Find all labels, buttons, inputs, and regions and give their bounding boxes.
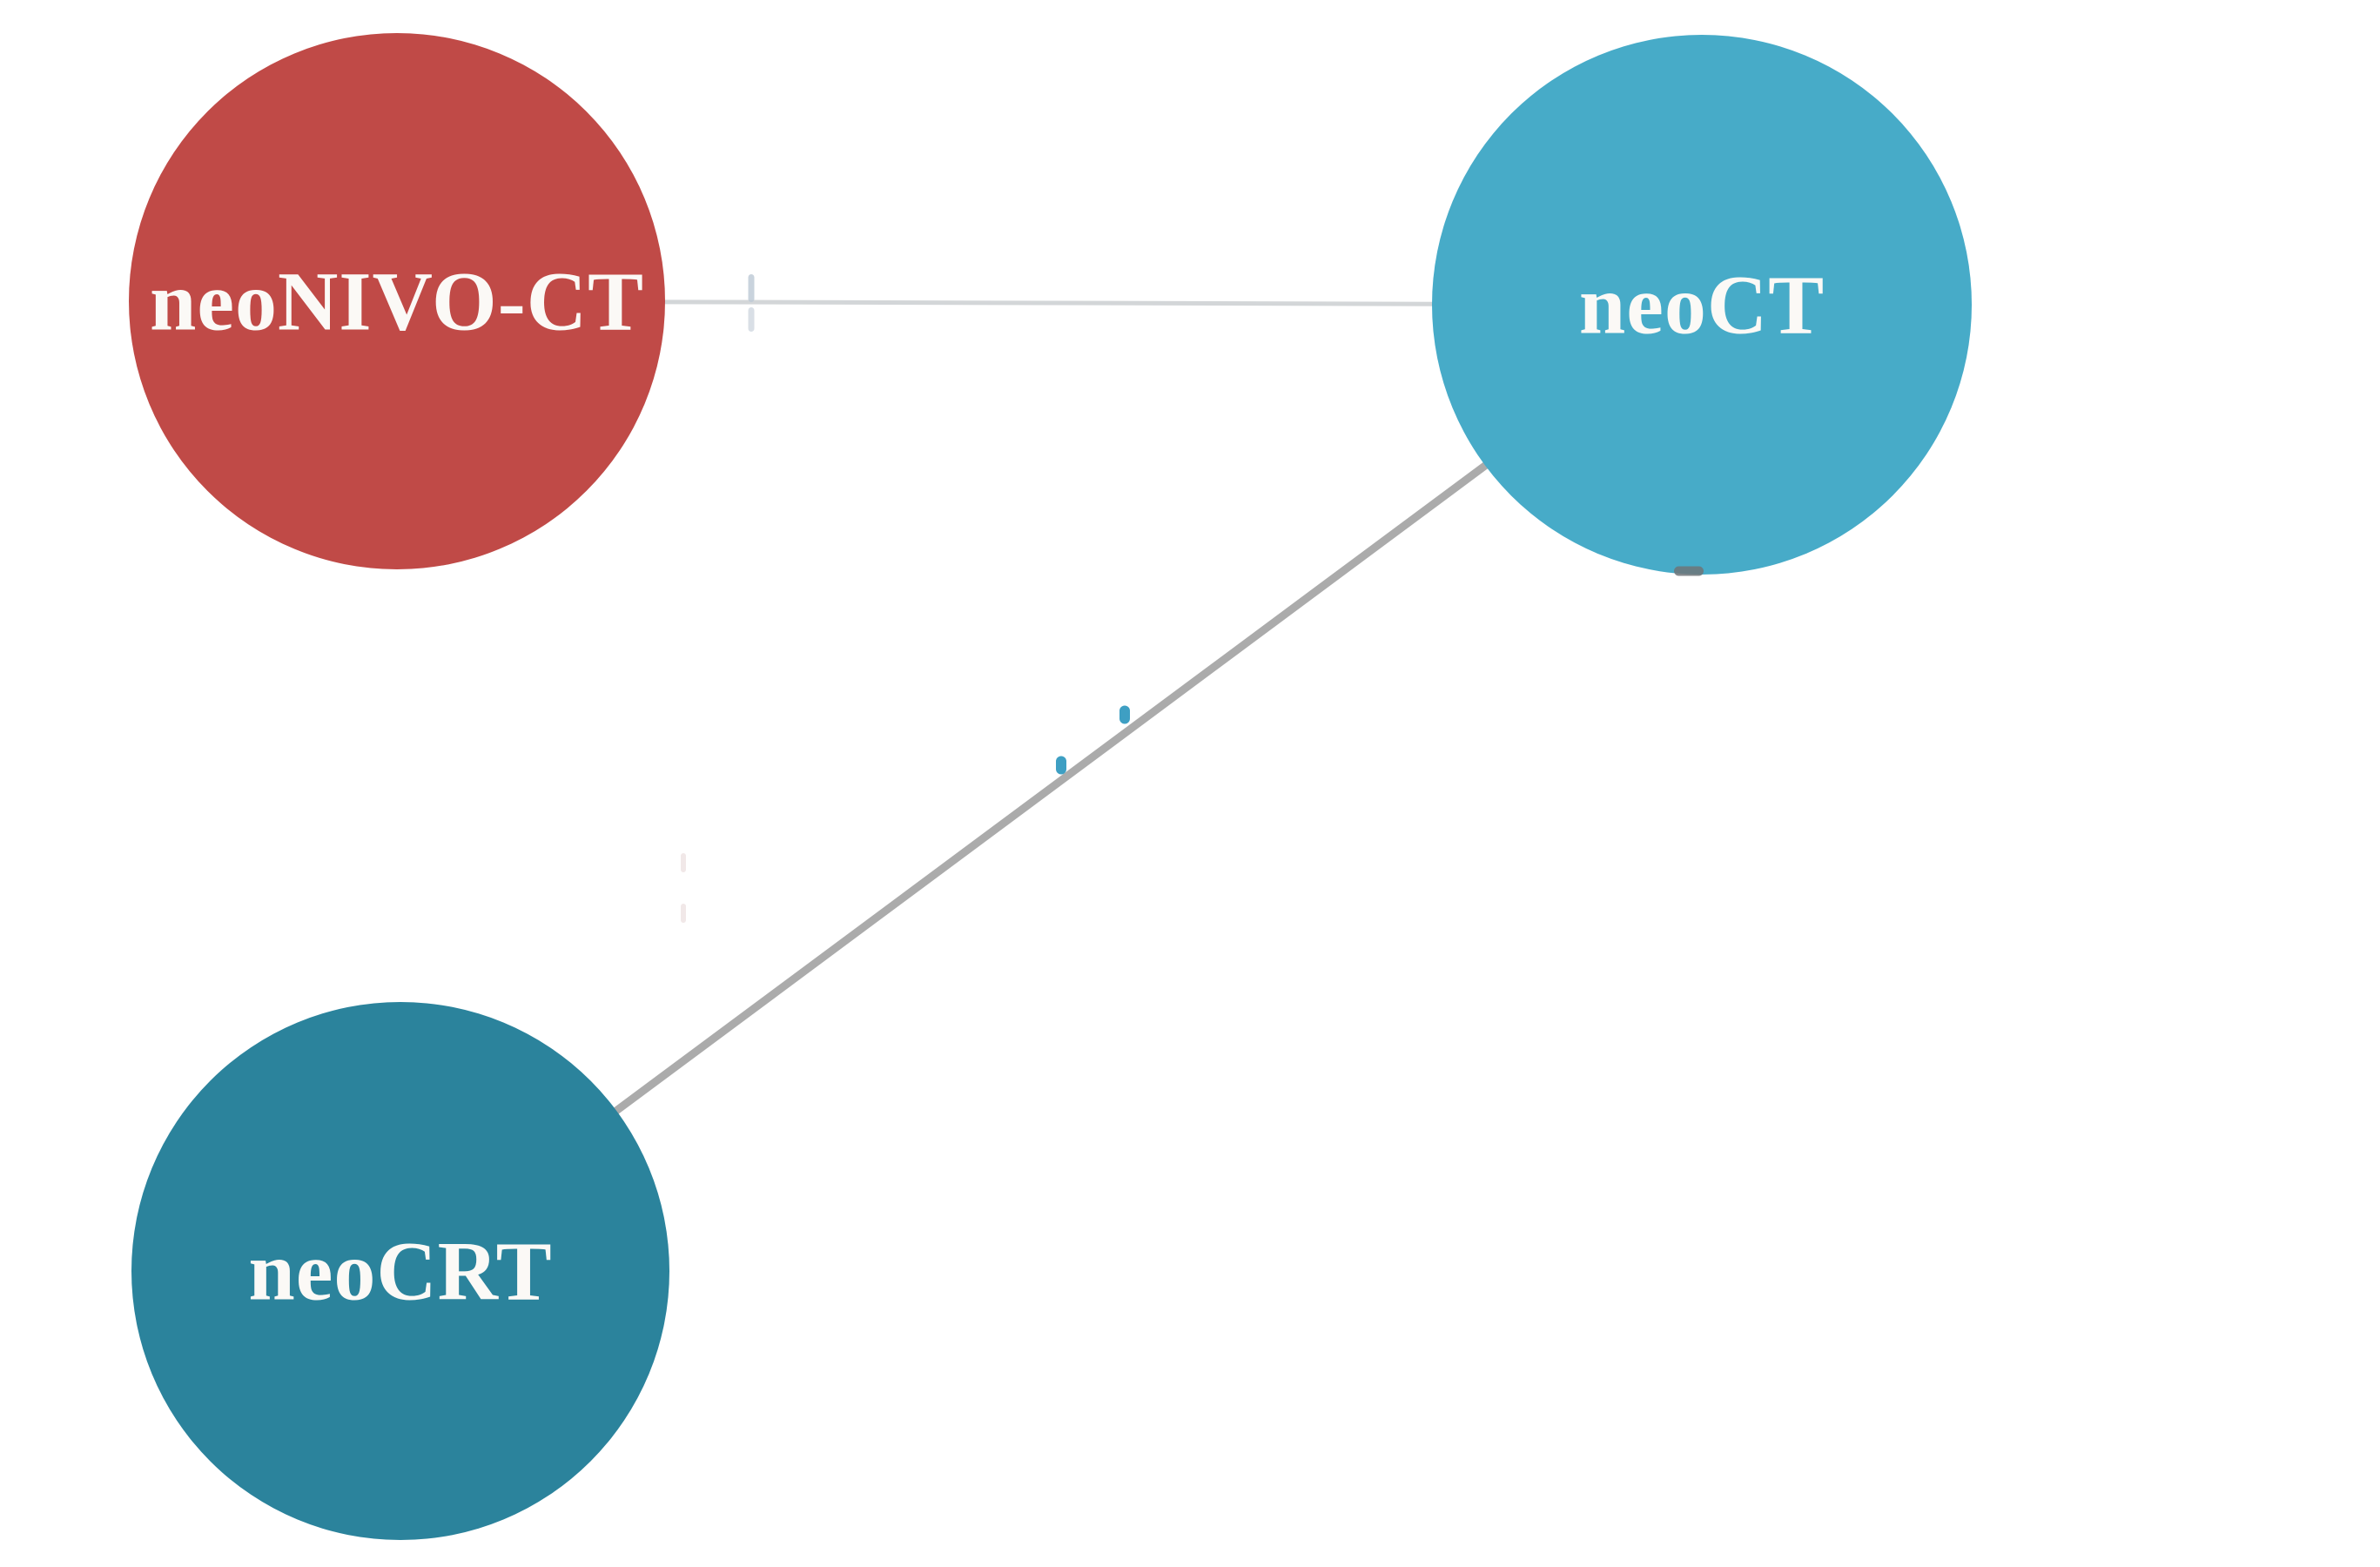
edge-neoCRT-neoCT: [398, 301, 1704, 1274]
node-neoCT: neoCT: [1432, 35, 1972, 575]
artifact-speck-3: [1056, 756, 1066, 775]
artifact-tick-1: [748, 307, 755, 332]
artifact-tick-6: [681, 904, 686, 923]
artifact-speck-2: [1119, 705, 1130, 724]
node-circle-neoCT: [1432, 35, 1972, 575]
artifacts-layer: [681, 274, 1704, 923]
artifact-tick-5: [681, 853, 686, 872]
node-neoCRT: neoCRT: [131, 1002, 669, 1540]
node-circle-neoCRT: [131, 1002, 669, 1540]
node-neoNIVO-CT: neoNIVO-CT: [129, 33, 665, 569]
node-circle-neoNIVO-CT: [129, 33, 665, 569]
artifact-tick-0: [748, 274, 755, 302]
artifact-dash-4: [1674, 566, 1704, 576]
